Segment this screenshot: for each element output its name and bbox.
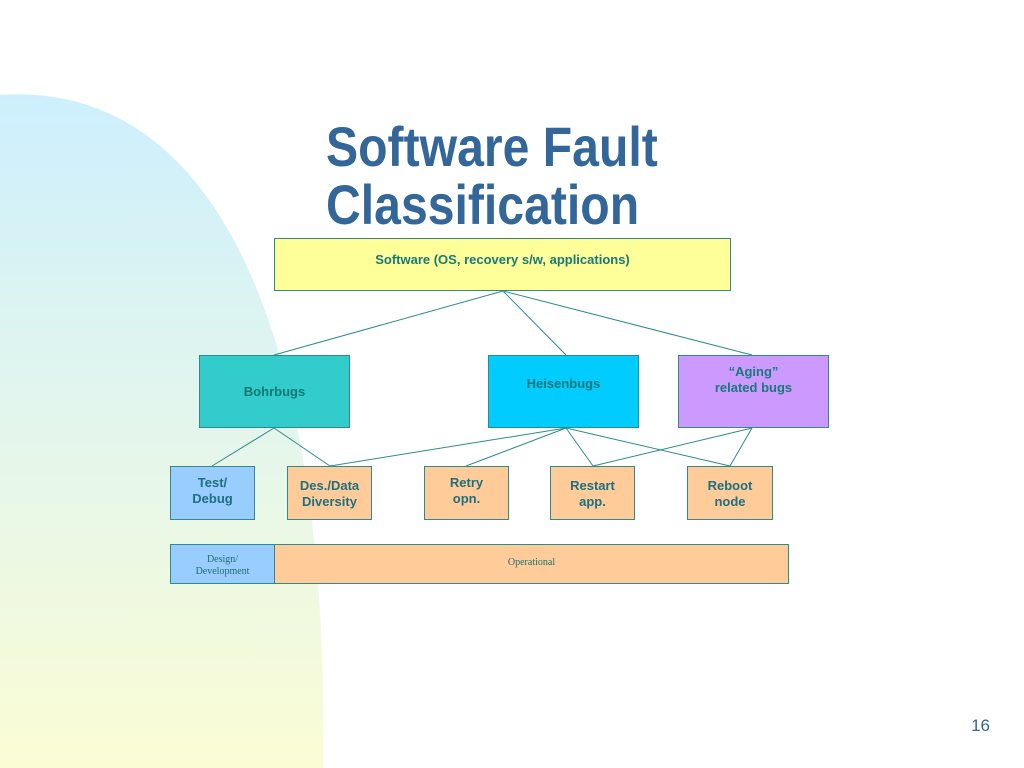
node-restart-label: Restart app. — [570, 478, 615, 509]
node-reboot-node: Reboot node — [687, 466, 773, 520]
node-reboot-label: Reboot node — [707, 478, 753, 509]
node-heisenbugs-label: Heisenbugs — [526, 376, 601, 391]
connector-heisenbugs-retry — [465, 427, 567, 467]
connector-root-bohrbugs — [273, 290, 504, 356]
node-heisenbugs: Heisenbugs — [488, 355, 639, 428]
connector-heisenbugs-des — [329, 427, 567, 467]
connector-aging-reboot — [729, 427, 753, 467]
phase-operational: Operational — [274, 544, 789, 584]
node-test-debug-label: Test/ Debug — [192, 475, 233, 506]
connector-bohrbugs-des — [273, 427, 331, 467]
node-bohrbugs: Bohrbugs — [199, 355, 350, 428]
node-des-data-label: Des./Data Diversity — [299, 478, 360, 509]
connector-root-heisenbugs — [502, 290, 567, 356]
page-title: Software Fault Classification — [326, 118, 722, 234]
node-aging-related-bugs: “Aging” related bugs — [678, 355, 829, 428]
connector-bohrbugs-test — [211, 427, 275, 467]
node-restart-app: Restart app. — [550, 466, 635, 520]
connector-aging-restart — [592, 427, 753, 467]
connector-heisenbugs-restart — [565, 427, 594, 467]
node-test-debug: Test/ Debug — [170, 466, 255, 520]
connector-heisenbugs-reboot — [565, 427, 731, 467]
node-retry-opn: Retry opn. — [424, 466, 509, 520]
node-retry-label: Retry opn. — [449, 475, 484, 506]
connector-root-aging — [502, 290, 753, 356]
node-des-data-diversity: Des./Data Diversity — [287, 466, 372, 520]
slide-number: 16 — [971, 716, 990, 735]
phase-operational-label: Operational — [507, 557, 556, 568]
node-aging-label: “Aging” related bugs — [714, 364, 793, 395]
phase-design-development: Design/ Development — [170, 544, 275, 584]
phase-design-label: Design/ Development — [195, 554, 250, 577]
background-arc-shape — [0, 94, 324, 768]
title-line-1: Software Fault — [326, 115, 658, 178]
node-bohrbugs-label: Bohrbugs — [243, 383, 306, 399]
title-line-2: Classification — [326, 173, 640, 236]
root-node-software: Software (OS, recovery s/w, applications… — [274, 238, 731, 291]
root-node-label: Software (OS, recovery s/w, applications… — [375, 252, 630, 267]
